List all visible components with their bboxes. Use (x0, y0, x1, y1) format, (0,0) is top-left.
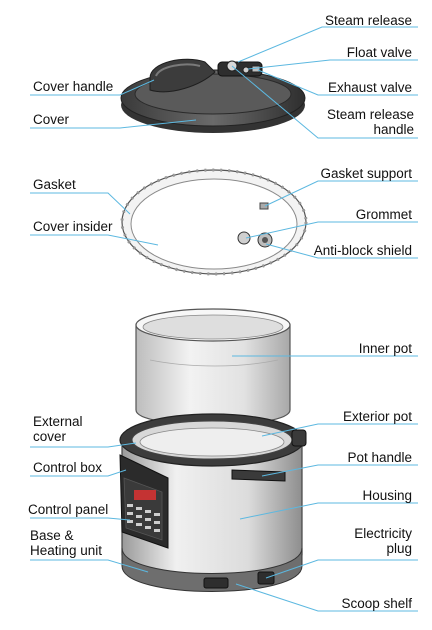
grommet-shape (237, 231, 251, 245)
label-electricity-plug: Electricity plug (354, 526, 412, 556)
exhaust-valve-shape (251, 65, 261, 73)
label-scoop-shelf: Scoop shelf (341, 596, 412, 611)
leader-grommet (245, 221, 418, 239)
cooker-body-part (119, 413, 307, 592)
leader-exhaust-valve (257, 69, 418, 96)
cover-part (120, 58, 306, 133)
leader-exterior-pot (261, 423, 418, 437)
label-steam-release: Steam release (324, 13, 412, 28)
leader-steam-release-handle (231, 65, 418, 139)
leader-base-heating-unit (30, 559, 149, 573)
pot-handle-shape (231, 469, 286, 482)
label-cover-insider: Cover insider (33, 219, 113, 234)
float-valve-dot (242, 66, 250, 74)
leader-control-panel (30, 517, 131, 521)
cover-inner-part (120, 168, 308, 276)
leader-scoop-shelf (235, 583, 418, 612)
label-grommet: Grommet (355, 207, 412, 222)
leader-gasket (30, 192, 131, 215)
label-float-valve: Float valve (346, 45, 412, 60)
label-housing: Housing (362, 488, 412, 503)
label-control-box: Control box (33, 460, 103, 475)
leader-control-box (30, 469, 127, 477)
label-pot-handle: Pot handle (347, 450, 412, 465)
leader-gasket-support (264, 180, 418, 207)
label-inner-pot: Inner pot (358, 341, 412, 356)
leader-cover (30, 119, 197, 129)
label-exterior-pot: Exterior pot (342, 409, 412, 424)
label-base-heating-unit: Base & Heating unit (30, 528, 103, 558)
leader-steam-release (237, 26, 418, 63)
leader-external-cover (30, 442, 137, 448)
leader-lines (30, 26, 418, 612)
label-gasket: Gasket (33, 177, 76, 192)
scoop-shelf-shape (203, 577, 229, 589)
leader-float-valve (247, 59, 418, 70)
label-external-cover: External cover (33, 414, 83, 444)
label-gasket-support: Gasket support (320, 166, 412, 181)
label-cover: Cover (33, 112, 70, 127)
leader-cover-insider (30, 234, 159, 246)
leader-pot-handle (261, 464, 418, 477)
label-exhaust-valve: Exhaust valve (327, 80, 412, 95)
leader-anti-block-shield (265, 243, 418, 259)
label-cover-handle: Cover handle (33, 79, 114, 94)
leader-housing (239, 502, 418, 520)
gasket-support-shape (259, 202, 269, 210)
label-steam-release-handle: Steam release handle (326, 107, 414, 137)
label-control-panel: Control panel (28, 502, 109, 517)
leader-electricity-plug (265, 559, 418, 579)
label-anti-block-shield: Anti-block shield (313, 243, 412, 258)
inner-pot-part (135, 308, 291, 426)
leader-cover-handle (30, 79, 155, 96)
